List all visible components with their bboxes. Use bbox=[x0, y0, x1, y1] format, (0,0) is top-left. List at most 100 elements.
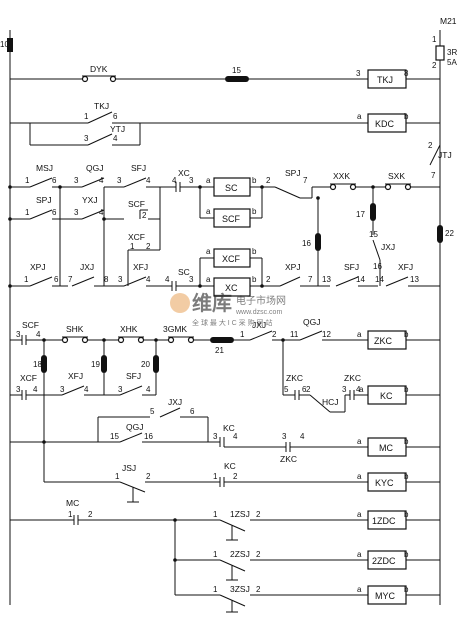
svg-text:2: 2 bbox=[266, 176, 271, 185]
svg-text:1: 1 bbox=[25, 208, 30, 217]
watermark-slogan: 全 球 最 大 I C 采 购 网 站 bbox=[192, 318, 273, 327]
svg-text:a: a bbox=[357, 112, 362, 121]
jtj-label: JTJ bbox=[438, 150, 452, 160]
mc-label: MC bbox=[66, 498, 79, 508]
resistor-17 bbox=[370, 203, 376, 221]
resistor-16-label: 16 bbox=[302, 239, 311, 248]
coil-1zdc-label: 1ZDC bbox=[372, 516, 396, 526]
svg-text:4: 4 bbox=[36, 330, 41, 339]
sfj-label: SFJ bbox=[131, 163, 146, 173]
xfj2-label: XFJ bbox=[398, 262, 413, 272]
svg-text:13: 13 bbox=[410, 275, 419, 284]
zkc-label: ZKC bbox=[286, 373, 303, 383]
right-fuse-label: 3R bbox=[447, 48, 457, 57]
svg-text:b: b bbox=[404, 585, 409, 594]
svg-text:a: a bbox=[357, 510, 362, 519]
coil-tkj-label: TKJ bbox=[377, 75, 393, 85]
scf-label: SCF bbox=[128, 199, 145, 209]
svg-text:15: 15 bbox=[369, 230, 378, 239]
svg-text:1: 1 bbox=[115, 472, 120, 481]
xfj3-label: XFJ bbox=[68, 371, 83, 381]
svg-text:a: a bbox=[206, 275, 211, 284]
sfj2-label: SFJ bbox=[344, 262, 359, 272]
jsj-label: JSJ bbox=[122, 463, 136, 473]
msj-label: MSJ bbox=[36, 163, 53, 173]
svg-text:3: 3 bbox=[74, 208, 79, 217]
svg-text:1: 1 bbox=[84, 112, 89, 121]
yxj-label: YXJ bbox=[82, 195, 98, 205]
svg-text:6: 6 bbox=[302, 385, 307, 394]
svg-text:1: 1 bbox=[213, 550, 218, 559]
coil-sc-label: SC bbox=[225, 183, 238, 193]
svg-text:5: 5 bbox=[284, 385, 289, 394]
svg-text:4: 4 bbox=[84, 385, 89, 394]
scf2-label: SCF bbox=[22, 320, 39, 330]
zsj2-label: 2ZSJ bbox=[230, 549, 250, 559]
shk-label: SHK bbox=[66, 324, 84, 334]
svg-text:3: 3 bbox=[84, 134, 89, 143]
svg-text:2: 2 bbox=[306, 385, 311, 394]
svg-text:3: 3 bbox=[189, 176, 194, 185]
zkc2-label: ZKC bbox=[344, 373, 361, 383]
watermark-brand: 维库 bbox=[192, 291, 232, 315]
svg-text:7: 7 bbox=[68, 275, 73, 284]
svg-text:b: b bbox=[404, 550, 409, 559]
svg-text:2: 2 bbox=[233, 472, 238, 481]
sfj3-label: SFJ bbox=[126, 371, 141, 381]
svg-text:3: 3 bbox=[74, 176, 79, 185]
svg-text:5: 5 bbox=[150, 407, 155, 416]
svg-text:3: 3 bbox=[16, 385, 21, 394]
svg-text:16: 16 bbox=[373, 262, 382, 271]
coil-zkc-label: ZKC bbox=[374, 336, 393, 346]
svg-text:11: 11 bbox=[290, 330, 299, 339]
svg-text:b: b bbox=[404, 472, 409, 481]
svg-text:2: 2 bbox=[256, 585, 261, 594]
svg-text:a: a bbox=[357, 437, 362, 446]
svg-text:16: 16 bbox=[144, 432, 153, 441]
qgj3-label: QGJ bbox=[126, 422, 143, 432]
left-fuse-label: 10 bbox=[0, 40, 9, 49]
svg-text:2: 2 bbox=[142, 211, 147, 220]
svg-text:2: 2 bbox=[432, 61, 437, 70]
svg-text:8: 8 bbox=[104, 275, 109, 284]
resistor-19 bbox=[101, 355, 107, 373]
svg-text:b: b bbox=[404, 510, 409, 519]
resistor-15-label: 15 bbox=[232, 66, 241, 75]
tkj-label: TKJ bbox=[94, 101, 109, 111]
svg-text:2: 2 bbox=[256, 510, 261, 519]
svg-text:15: 15 bbox=[110, 432, 119, 441]
svg-text:a: a bbox=[357, 330, 362, 339]
svg-text:2: 2 bbox=[88, 510, 93, 519]
svg-text:4: 4 bbox=[33, 385, 38, 394]
svg-text:1: 1 bbox=[213, 585, 218, 594]
svg-text:a: a bbox=[359, 385, 364, 394]
svg-text:a: a bbox=[357, 585, 362, 594]
svg-text:1: 1 bbox=[68, 510, 73, 519]
svg-text:6: 6 bbox=[52, 176, 57, 185]
svg-text:4: 4 bbox=[146, 176, 151, 185]
svg-text:4: 4 bbox=[113, 134, 118, 143]
svg-text:a: a bbox=[206, 176, 211, 185]
svg-text:3: 3 bbox=[118, 385, 123, 394]
svg-text:6: 6 bbox=[190, 407, 195, 416]
coil-myc-label: MYC bbox=[375, 591, 396, 601]
resistor-20 bbox=[153, 355, 159, 373]
svg-text:2: 2 bbox=[428, 141, 433, 150]
qgj2-label: QGJ bbox=[303, 317, 320, 327]
svg-text:7: 7 bbox=[308, 275, 313, 284]
svg-text:b: b bbox=[252, 176, 257, 185]
jxj3-label: JXJ bbox=[252, 320, 266, 330]
svg-text:4: 4 bbox=[356, 385, 361, 394]
sc-label: SC bbox=[178, 267, 190, 277]
svg-text:4: 4 bbox=[99, 176, 104, 185]
jxj-right-label: JXJ bbox=[381, 242, 395, 252]
svg-text:3: 3 bbox=[282, 432, 287, 441]
svg-text:1: 1 bbox=[24, 275, 29, 284]
svg-text:a: a bbox=[357, 550, 362, 559]
svg-text:b: b bbox=[252, 207, 257, 216]
xpj-label: XPJ bbox=[30, 262, 46, 272]
bus-label: M21 bbox=[440, 16, 457, 26]
svg-text:3: 3 bbox=[118, 275, 123, 284]
svg-text:a: a bbox=[206, 207, 211, 216]
